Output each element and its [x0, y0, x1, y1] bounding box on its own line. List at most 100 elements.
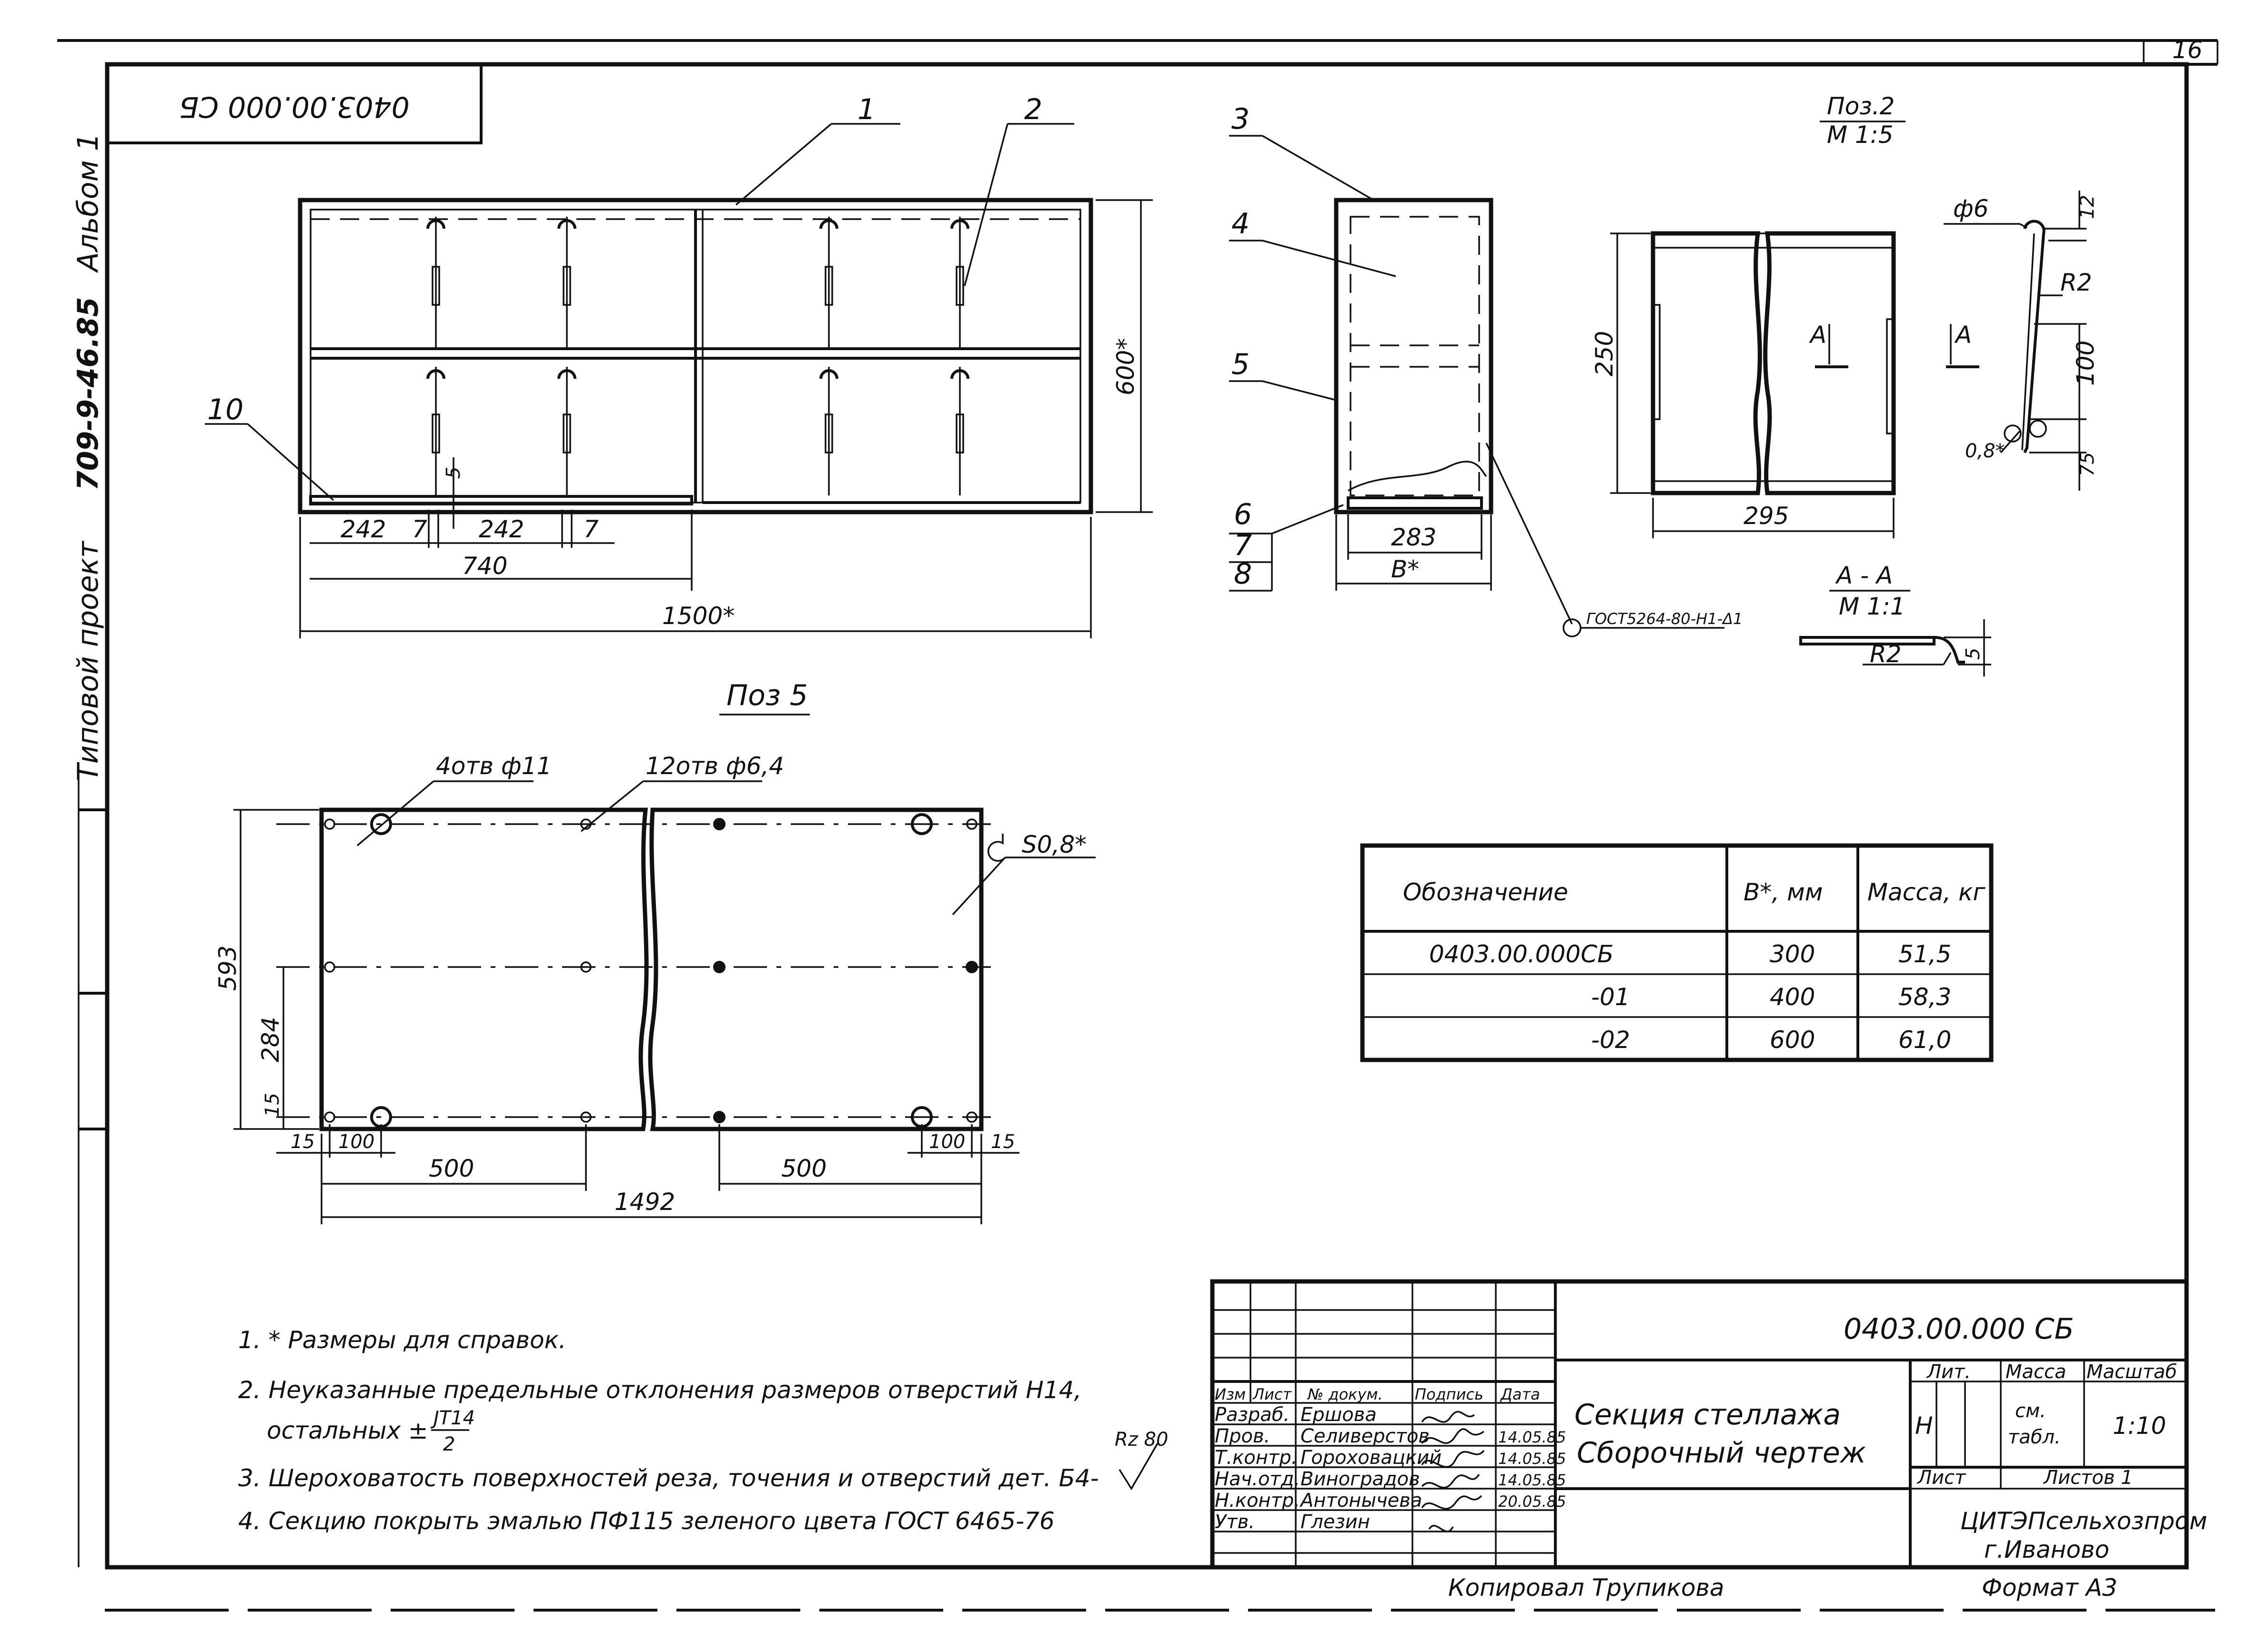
pos5-dim-1492: 1492	[615, 1188, 675, 1216]
tb-org-2: г.Иваново	[1984, 1536, 2109, 1563]
pos5-dim-593: 593	[214, 946, 242, 991]
pos2-dim-295: 295	[1744, 502, 1789, 530]
dim-283: 283	[1391, 524, 1436, 551]
pos2-dim-08: 0,8*	[1965, 440, 2005, 462]
signature-scribbles	[1421, 1411, 1485, 1532]
spec-row3-designation: -02	[1591, 1026, 1630, 1054]
main-front-view	[205, 123, 1153, 638]
spec-row1-designation: 0403.00.000СБ	[1429, 940, 1613, 968]
tb-name-0: Ершова	[1300, 1404, 1377, 1426]
note-4: 4. Секцию покрыть эмалью ПФ115 зеленого …	[238, 1507, 1055, 1535]
tb-date-2: 14.05.85	[1498, 1450, 1566, 1468]
spec-header-b: В*, мм	[1744, 878, 1823, 906]
tb-head-doc: № докум.	[1307, 1385, 1383, 1403]
note-2: 2. Неуказанные предельные отклонения раз…	[238, 1376, 1081, 1404]
title-block	[1210, 1279, 2189, 1570]
spec-header-designation: Обозначение	[1403, 878, 1568, 906]
partitions	[426, 217, 969, 495]
tb-role-4: Н.контр.	[1215, 1490, 1300, 1512]
dim-1500: 1500*	[662, 602, 735, 630]
footer-copied: Копировал Трупикова	[1448, 1574, 1724, 1602]
pos5-dim-15-left: 15	[262, 1093, 283, 1117]
pos2-dim-12: 12	[2076, 195, 2098, 219]
roughness-symbol	[1119, 1443, 1159, 1491]
tb-role-5: Утв.	[1215, 1511, 1255, 1533]
tb-code: 0403.00.000 СБ	[1844, 1312, 2074, 1346]
tb-mass-label: Масса	[2006, 1361, 2066, 1383]
spec-row2-b: 400	[1770, 983, 1815, 1011]
pos2-view	[1610, 231, 1979, 538]
pos2-section-a-right: А	[1954, 321, 1972, 349]
dim-b: В*	[1391, 555, 1419, 583]
code-stamp-text: 0403.00.000 СБ	[179, 90, 410, 123]
pos-10-label: 10	[207, 393, 243, 426]
tb-role-1: Пров.	[1215, 1425, 1270, 1447]
pos-2-label: 2	[1024, 93, 1042, 126]
tb-sheet-label: Лист	[1916, 1467, 1966, 1489]
dim-7-a: 7	[412, 515, 427, 543]
pos5-holes-note-b: 12отв ф6,4	[645, 752, 784, 780]
section-aa-scale: М 1:1	[1839, 593, 1905, 620]
spec-row1-mass: 51,5	[1898, 940, 1951, 968]
tb-date-1: 14.05.85	[1498, 1428, 1566, 1446]
section-aa-profile	[1799, 619, 1991, 676]
tb-scale-label: Масштаб	[2087, 1361, 2177, 1383]
note-2-cont: остальных ±	[267, 1417, 428, 1444]
tb-org-1: ЦИТЭПсельхозпром	[1960, 1507, 2207, 1535]
spec-table	[1360, 843, 1994, 1062]
side-project-type: Типовой проект	[71, 540, 105, 781]
tb-head-izm: Изм	[1215, 1385, 1246, 1403]
note-1: 1. * Размеры для справок.	[238, 1326, 566, 1354]
pos5-holes-note-a: 4отв ф11	[436, 752, 552, 780]
sheet-number: 16	[2172, 36, 2203, 64]
pos2-dim-100: 100	[2072, 341, 2099, 386]
tb-lit-label: Лит.	[1926, 1361, 1971, 1383]
dim-740: 740	[462, 552, 507, 580]
tb-name-5: Глезин	[1300, 1511, 1370, 1533]
pos5-dim-15-a: 15	[291, 1131, 315, 1153]
pos5-thickness: S0,8*	[1022, 831, 1087, 858]
tb-sheets-label: Листов 1	[2043, 1467, 2133, 1489]
dim-5: 5	[443, 467, 464, 479]
tb-date-3: 14.05.85	[1498, 1471, 1566, 1489]
pos2-title: Поз.2	[1827, 92, 1895, 120]
weld-note: ГОСТ5264-80-Н1-Δ1	[1586, 610, 1743, 628]
side-project-code: 709-9-46.85	[71, 297, 105, 491]
dim-7-b: 7	[584, 515, 599, 543]
spec-row3-b: 600	[1770, 1026, 1815, 1054]
note-3-roughness: Rz 80	[1115, 1429, 1168, 1451]
pos-6-label: 6	[1234, 498, 1252, 531]
side-view	[1229, 135, 1724, 637]
tb-name-3: Виноградов	[1300, 1468, 1420, 1490]
dim-242-b: 242	[479, 515, 524, 543]
tb-name-1: Селиверстов	[1300, 1425, 1430, 1447]
pos5-dim-15-b: 15	[991, 1131, 1015, 1153]
spec-row2-designation: -01	[1591, 983, 1630, 1011]
tb-mass-value-2: табл.	[2008, 1426, 2061, 1448]
pos5-dim-100-a: 100	[338, 1131, 374, 1153]
pos5-holes	[324, 813, 978, 1128]
pos5-dim-284: 284	[257, 1017, 284, 1062]
section-aa-r2: R2	[1870, 640, 1902, 668]
pos-1-label: 1	[857, 93, 876, 126]
pos-3-label: 3	[1231, 102, 1250, 136]
spec-row2-mass: 58,3	[1898, 983, 1951, 1011]
tb-role-2: Т.контр.	[1215, 1447, 1297, 1469]
section-aa-dim-5: 5	[1962, 648, 1984, 660]
pos2-scale: М 1:5	[1827, 121, 1894, 149]
tb-title-2: Сборочный чертеж	[1577, 1436, 1866, 1470]
section-aa-title: А - А	[1835, 562, 1893, 589]
code-stamp-box	[106, 63, 483, 144]
note-2-frac-top: JT14	[430, 1407, 475, 1429]
pos-8-label: 8	[1234, 557, 1252, 591]
pos-7-label: 7	[1234, 529, 1252, 562]
tb-head-list: Лист	[1252, 1385, 1292, 1403]
note-3: 3. Шероховатость поверхностей реза, точе…	[238, 1464, 1099, 1492]
pos2-dim-r2: R2	[2060, 269, 2092, 296]
note-2-frac-bottom: 2	[443, 1433, 455, 1455]
footer-format: Формат А3	[1982, 1574, 2117, 1602]
tb-head-date: Дата	[1500, 1385, 1540, 1403]
pos2-dim-250: 250	[1591, 331, 1618, 376]
tb-lit-value: Н	[1915, 1412, 1933, 1440]
pos2-dim-phi6: ф6	[1953, 195, 1989, 222]
